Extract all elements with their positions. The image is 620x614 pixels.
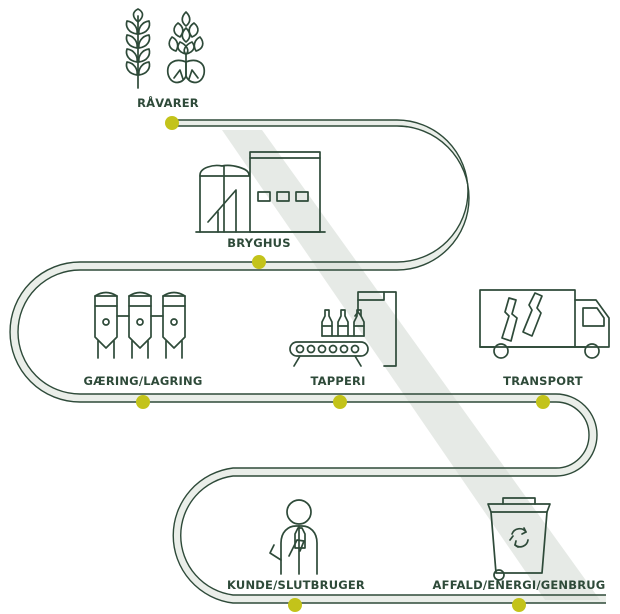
stage-dot-ravarer — [165, 116, 179, 130]
stage-dot-transport — [536, 395, 550, 409]
consumer-with-bottle-icon — [269, 499, 318, 575]
stage-dot-kunde — [288, 598, 302, 612]
stage-dot-bryghus — [252, 255, 266, 269]
wheat-and-hops-icon — [125, 8, 206, 89]
stage-label-gaering-lagring: GÆRING/LAGRING — [83, 374, 203, 388]
stage-label-transport: TRANSPORT — [503, 374, 583, 388]
bottling-line-icon — [289, 291, 397, 367]
stage-dot-affald — [512, 598, 526, 612]
path-diagonal-shading — [222, 130, 600, 600]
stage-label-bryghus: BRYGHUS — [227, 236, 291, 250]
brewery-building-icon — [195, 151, 326, 233]
path-outline — [9, 119, 606, 604]
stage-label-ravarer: RÅVARER — [137, 96, 199, 110]
delivery-truck-icon — [479, 289, 610, 359]
stage-label-affald-energi-genbrug: AFFALD/ENERGI/GENBRUG — [432, 578, 606, 592]
stage-dot-gaering — [136, 395, 150, 409]
serpentine-path — [9, 119, 607, 604]
path-outline-inner — [17, 125, 606, 596]
stage-label-tapperi: TAPPERI — [310, 374, 366, 388]
fermentation-tanks-icon — [94, 291, 186, 359]
stage-label-kunde-slutbruger: KUNDE/SLUTBRUGER — [227, 578, 365, 592]
recycling-bin-icon — [487, 497, 551, 581]
stage-dot-tapperi — [333, 395, 347, 409]
